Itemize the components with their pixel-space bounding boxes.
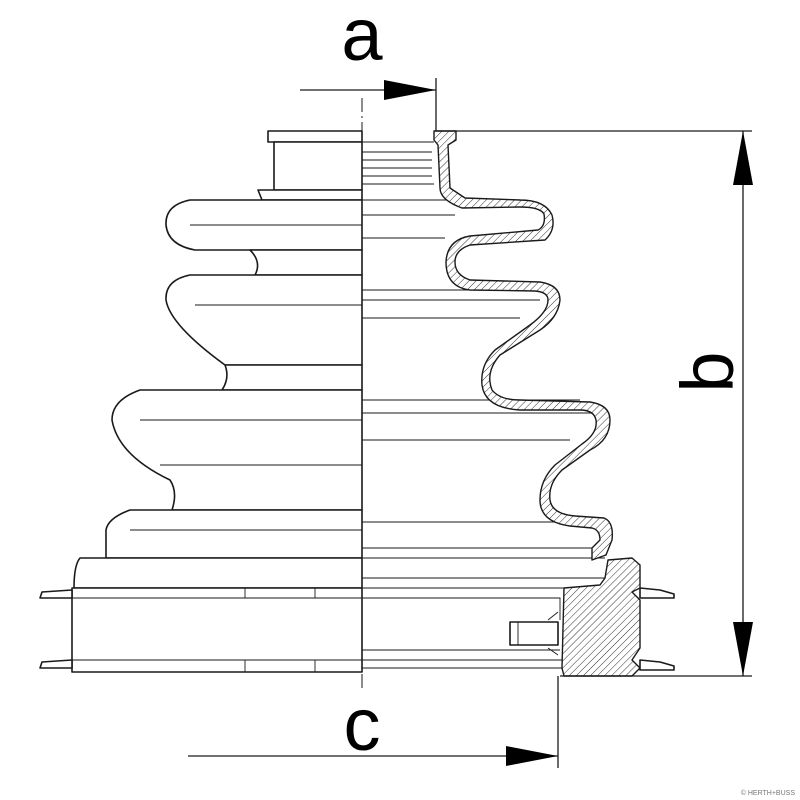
boot-exterior-left [39, 130, 363, 673]
boot-section-right [362, 130, 675, 677]
dimension-c-label: c [344, 683, 381, 766]
watermark: © HERTH+BUSS [741, 789, 796, 797]
dimension-a: a [300, 0, 437, 131]
dimension-a-label: a [341, 0, 383, 76]
dimension-b-label: b [666, 351, 749, 392]
dimension-b: b [436, 130, 753, 677]
dimension-c: c [188, 676, 559, 768]
